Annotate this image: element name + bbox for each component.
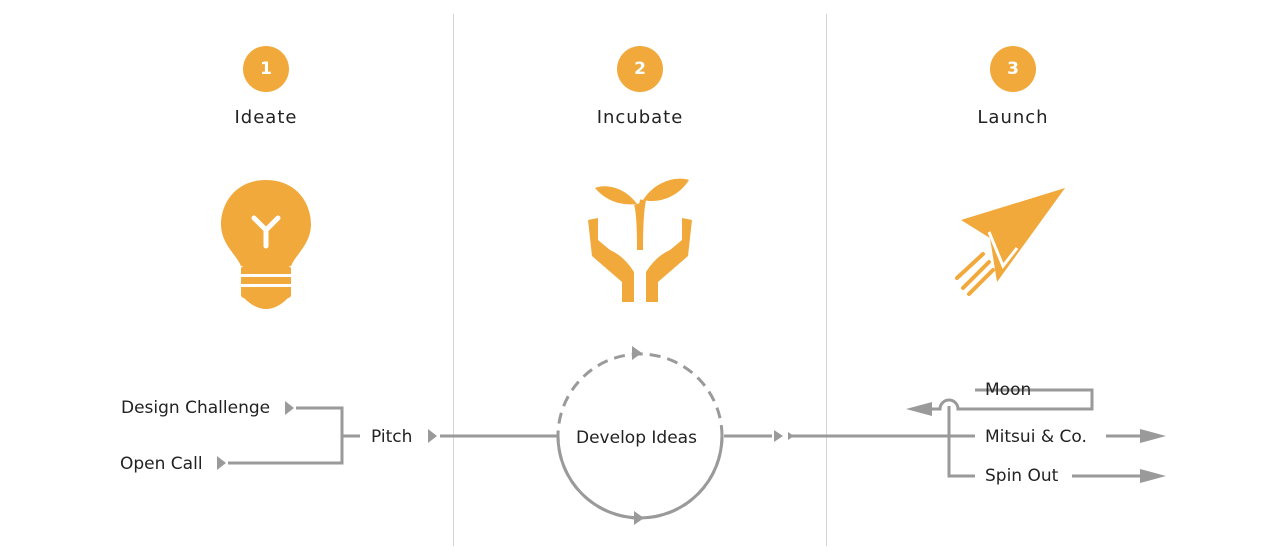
arrow-head [428, 429, 437, 443]
pitch-label: Pitch [371, 427, 413, 447]
cycle-arrow-head [632, 346, 642, 360]
arrow-head [774, 430, 783, 442]
paper-plane-icon [955, 188, 1065, 296]
arrow-head [906, 402, 932, 416]
step-number-badge: 3 [990, 46, 1036, 92]
arrow-head [285, 401, 294, 415]
develop-ideas-label: Develop Ideas [576, 428, 697, 448]
spinout-branch [947, 406, 975, 478]
arrow-head [1140, 429, 1166, 443]
outcome-moon: Moon [985, 380, 1032, 400]
arrow-head [1140, 469, 1166, 483]
outcome-spin-out: Spin Out [985, 466, 1059, 486]
outcome-mitsui: Mitsui & Co. [985, 427, 1087, 447]
moon-loop [926, 388, 1094, 411]
step-number-badge: 2 [617, 46, 663, 92]
input-design-challenge: Design Challenge [121, 398, 271, 418]
arrow-head [788, 432, 794, 440]
cycle-arrow-head [634, 511, 644, 525]
sprout-in-hands-icon [588, 178, 692, 302]
lightbulb-icon [221, 180, 311, 309]
column-divider [826, 14, 827, 546]
input-open-call: Open Call [120, 454, 203, 474]
arrow-head [217, 456, 226, 470]
column-divider [453, 14, 454, 546]
step-title: Ideate [234, 107, 298, 128]
step-number-badge: 1 [243, 46, 289, 92]
step-title: Incubate [596, 107, 684, 128]
step-title: Launch [977, 107, 1049, 128]
